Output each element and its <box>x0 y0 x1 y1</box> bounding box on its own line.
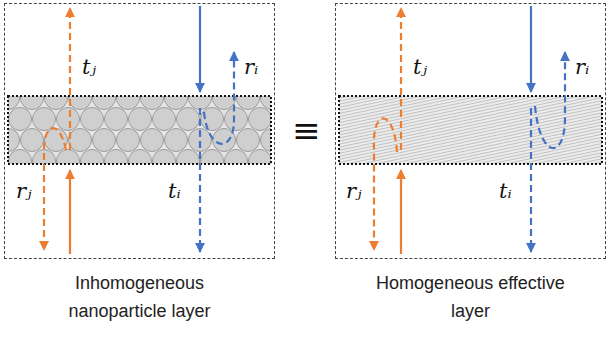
incident-ray <box>400 170 402 254</box>
nanoparticle <box>237 96 260 110</box>
nanoparticle <box>249 108 272 131</box>
transmitted-ray <box>69 8 71 150</box>
incident-ray <box>199 6 201 92</box>
nanoparticle <box>105 108 128 131</box>
nanoparticle <box>8 129 20 152</box>
nanoparticle <box>81 150 104 165</box>
ray-label: rᵢ <box>573 56 591 79</box>
nanoparticles <box>8 96 271 164</box>
panel-box: Inhomogeneous nanoparticle layer <box>4 3 275 259</box>
nanoparticle <box>153 150 176 165</box>
caption-text: Homogeneous effective layer <box>363 270 578 326</box>
nanoparticle <box>45 96 68 110</box>
nanoparticle <box>225 108 248 131</box>
transmitted-ray <box>530 108 532 252</box>
equivalence-sign: ≡ <box>290 112 323 148</box>
panel-box: Homogeneous effective layer <box>335 3 606 259</box>
nanoparticle <box>129 108 152 131</box>
nanoparticle <box>237 129 260 152</box>
ray-label: rⱼ <box>344 180 364 203</box>
nanoparticle <box>21 96 44 110</box>
ray-label: tⱼ <box>80 56 98 79</box>
transmitted-ray <box>199 108 201 252</box>
nanoparticle <box>225 150 248 165</box>
nanoparticle <box>129 150 152 165</box>
reflected-ray <box>374 118 397 250</box>
nanoparticle <box>177 150 200 165</box>
nanoparticle <box>81 108 104 131</box>
nanoparticle <box>57 108 80 131</box>
reflected-ray <box>535 52 565 148</box>
nanoparticle <box>33 108 56 131</box>
incident-ray <box>69 170 71 254</box>
nanoparticle <box>93 96 116 110</box>
layer-outline <box>339 96 602 164</box>
nanoparticle <box>153 108 176 131</box>
nanoparticle <box>177 108 200 131</box>
nanoparticle <box>261 129 272 152</box>
ray-label: tᵢ <box>497 180 514 203</box>
ray-label: rⱼ <box>14 180 34 203</box>
nanoparticle <box>165 96 188 110</box>
nanoparticle <box>9 150 32 165</box>
nanoparticle <box>189 96 212 110</box>
ray-label: rᵢ <box>242 56 260 79</box>
reflected-ray <box>204 52 234 144</box>
nanoparticle <box>57 150 80 165</box>
layer-outline <box>8 96 271 164</box>
panel-caption: Inhomogeneous nanoparticle layer <box>5 270 274 326</box>
effective-layer <box>339 96 602 164</box>
nanoparticle <box>141 129 164 152</box>
nanoparticle <box>201 150 224 165</box>
nanoparticle <box>105 150 128 165</box>
nanoparticle <box>213 96 236 110</box>
incident-ray <box>530 6 532 92</box>
ray-label: tᵢ <box>166 180 183 203</box>
nanoparticle <box>9 108 32 131</box>
panel-caption: Homogeneous effective layer <box>336 270 605 326</box>
nanoparticle <box>249 150 272 165</box>
nanoparticle <box>117 96 140 110</box>
nanoparticle <box>117 129 140 152</box>
reflected-ray <box>44 128 66 250</box>
nanoparticle <box>69 96 92 110</box>
ray-label: tⱼ <box>411 56 429 79</box>
caption-text: Inhomogeneous nanoparticle layer <box>32 270 247 326</box>
nanoparticle <box>141 96 164 110</box>
nanoparticle <box>69 129 92 152</box>
nanoparticle <box>93 129 116 152</box>
transmitted-ray <box>400 8 402 150</box>
nanoparticle <box>165 129 188 152</box>
nanoparticle <box>21 129 44 152</box>
